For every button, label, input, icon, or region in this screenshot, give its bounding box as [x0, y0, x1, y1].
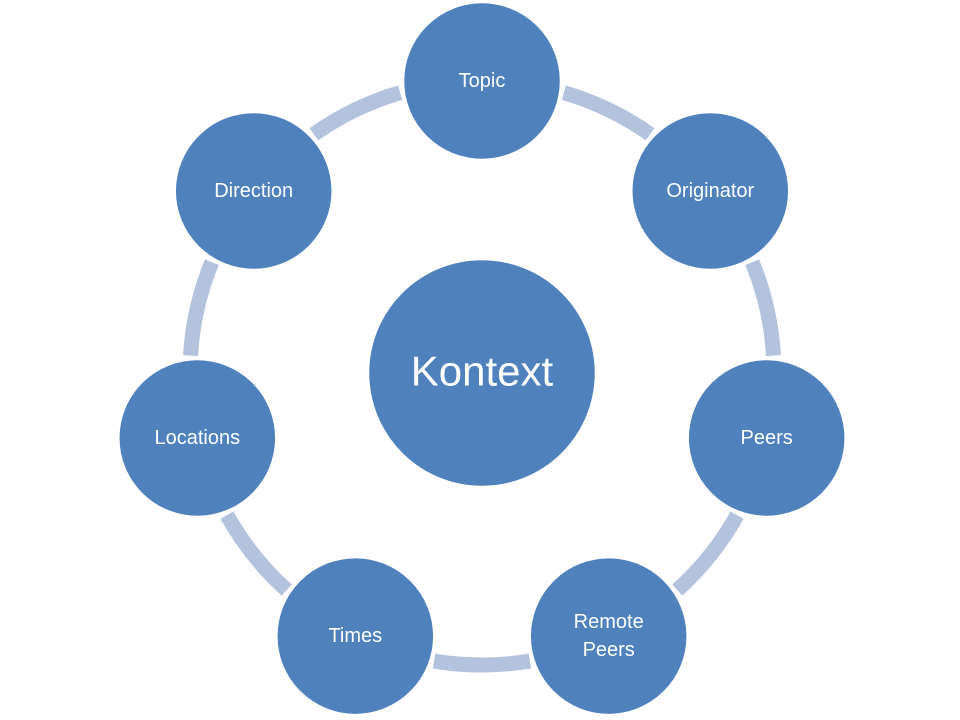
node-label-locations: Locations: [155, 427, 241, 449]
node-circle: [173, 110, 334, 272]
node-direction: Direction: [173, 110, 334, 272]
ring-segment: [745, 259, 781, 357]
ring-segment: [183, 259, 219, 357]
ring-segment: [672, 511, 744, 596]
center-circle: [366, 257, 598, 489]
node-peers: Peers: [686, 357, 847, 519]
node-circle: [686, 357, 847, 519]
center-node: Kontext: [366, 257, 598, 489]
node-label-direction: Direction: [214, 180, 293, 202]
node-originator: Originator: [630, 110, 791, 272]
node-label-peers: Peers: [741, 427, 793, 449]
node-topic: Topic: [401, 0, 563, 162]
ring-segment: [432, 653, 532, 673]
node-circle: [275, 555, 436, 717]
ring-segment: [561, 85, 655, 141]
node-times: Times: [275, 555, 436, 717]
ring-segment: [220, 511, 292, 596]
connector-ring: [183, 85, 781, 673]
node-label-times: Times: [328, 625, 382, 647]
ring-segment: [309, 85, 403, 141]
node-circle: [401, 0, 563, 162]
node-label-topic: Topic: [459, 70, 506, 92]
node-circle: [630, 110, 791, 272]
center-label: Kontext: [411, 348, 554, 395]
node-locations: Locations: [117, 357, 278, 519]
node-label-originator: Originator: [666, 180, 754, 202]
node-circle: [528, 555, 689, 717]
node-circle: [117, 357, 278, 519]
